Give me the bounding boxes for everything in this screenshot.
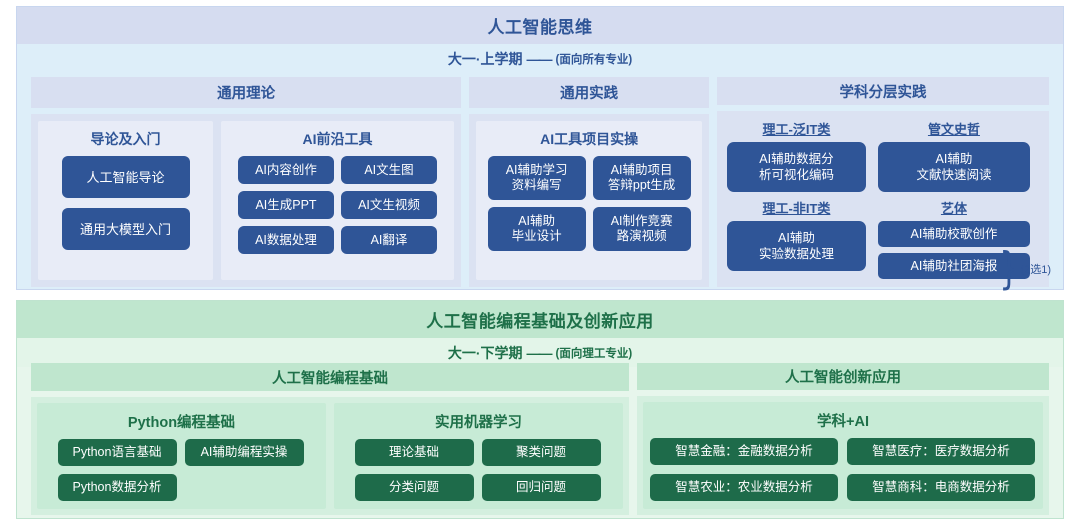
green-subtitle-note: (面向理工专业) [555, 347, 633, 360]
column-header-innovation-applications: 人工智能创新应用 [637, 363, 1049, 390]
group-title: 实用机器学习 [435, 415, 522, 431]
green-section: 人工智能编程基础及创新应用 大一·下学期 —— (面向理工专业) 人工智能编程基… [16, 300, 1064, 519]
brace-note: (2选1) [1020, 264, 1051, 276]
chip-clustering[interactable]: 聚类问题 [481, 439, 601, 466]
chip-smart-finance[interactable]: 智慧金融：金融数据分析 [650, 438, 838, 465]
chip-ai-intro[interactable]: 人工智能导论 [61, 156, 190, 198]
green-section-title: 人工智能编程基础及创新应用 [426, 312, 654, 331]
column-title: 人工智能创新应用 [785, 370, 901, 386]
chip-python-language[interactable]: Python语言基础 [57, 439, 177, 466]
chip-list: AI辅助学习 资料编写 AI辅助项目 答辩ppt生成 AI辅助 毕业设计 AI制… [487, 156, 691, 251]
group-title: 学科+AI [817, 414, 869, 430]
blue-columns: 通用理论 导论及入门 人工智能导论 通用大模型入门 AI前沿工具 AI内容创作 [17, 77, 1063, 294]
group-discipline-plus-ai: 学科+AI 智慧金融：金融数据分析 智慧医疗：医疗数据分析 智慧农业：农业数据分… [643, 402, 1043, 509]
group-intro: 导论及入门 人工智能导论 通用大模型入门 [38, 121, 213, 280]
discipline-nonit: 理工-非IT类 AI辅助 实验数据处理 [726, 198, 866, 279]
column-title: 通用理论 [217, 86, 276, 102]
column-body-innovation-applications: 学科+AI 智慧金融：金融数据分析 智慧医疗：医疗数据分析 智慧农业：农业数据分… [637, 396, 1049, 515]
blue-subtitle-note: (面向所有专业) [555, 53, 633, 66]
green-section-subtitle-bar: 大一·下学期 —— (面向理工专业) [17, 338, 1063, 367]
chip-smart-healthcare[interactable]: 智慧医疗：医疗数据分析 [847, 438, 1035, 465]
chip-ai-content-creation[interactable]: AI内容创作 [238, 156, 334, 184]
chip-ai-generate-ppt[interactable]: AI生成PPT [238, 191, 334, 219]
group-title: Python编程基础 [127, 415, 236, 431]
chip-ai-experiment-data[interactable]: AI辅助 实验数据处理 [726, 221, 866, 271]
chip-list: AI内容创作 AI文生图 AI生成PPT AI文生视频 AI数据处理 AI翻译 [238, 156, 437, 254]
column-title: 学科分层实践 [839, 84, 927, 101]
group-ai-tool-projects: AI工具项目实操 AI辅助学习 资料编写 AI辅助项目 答辩ppt生成 AI辅助… [476, 121, 702, 280]
chip-python-data-analysis[interactable]: Python数据分析 [57, 474, 177, 501]
column-body-discipline-practice: 理工-泛IT类 AI辅助数据分 析可视化编码 管文史哲 AI辅助 文献快速阅读 … [716, 111, 1051, 294]
chip-regression[interactable]: 回归问题 [481, 474, 601, 501]
chip-ai-assisted-coding[interactable]: AI辅助编程实操 [184, 439, 304, 466]
chip-ai-literature-reading[interactable]: AI辅助 文献快速阅读 [877, 142, 1030, 192]
group-title: AI前沿工具 [302, 131, 373, 147]
column-header-general-theory: 通用理论 [31, 77, 462, 108]
chip-ai-text-to-video[interactable]: AI文生视频 [341, 191, 437, 219]
blue-subtitle-dash: —— [526, 50, 553, 67]
chip-ai-study-material-writing[interactable]: AI辅助学习 资料编写 [487, 156, 586, 200]
discipline-label-it: 理工-泛IT类 [762, 122, 831, 137]
discipline-label-arts: 艺体 [940, 201, 967, 216]
green-columns: 人工智能编程基础 Python编程基础 Python语言基础 AI辅助编程实操 … [17, 363, 1063, 515]
chip-ai-translation[interactable]: AI翻译 [341, 226, 437, 254]
discipline-it: 理工-泛IT类 AI辅助数据分 析可视化编码 [726, 119, 866, 192]
column-discipline-practice: 学科分层实践 理工-泛IT类 AI辅助数据分 析可视化编码 管文史哲 AI辅助 … [716, 77, 1051, 294]
blue-section: 人工智能思维 大一·上学期 —— (面向所有专业) 通用理论 导论及入门 人工智… [16, 6, 1064, 294]
column-body-programming-basics: Python编程基础 Python语言基础 AI辅助编程实操 Python数据分… [31, 397, 629, 515]
discipline-label-humanities: 管文史哲 [927, 122, 980, 137]
chip-llm-intro[interactable]: 通用大模型入门 [61, 208, 190, 250]
column-programming-basics: 人工智能编程基础 Python编程基础 Python语言基础 AI辅助编程实操 … [31, 363, 629, 515]
column-innovation-applications: 人工智能创新应用 学科+AI 智慧金融：金融数据分析 智慧医疗：医疗数据分析 智… [637, 363, 1049, 515]
chip-ai-text-to-image[interactable]: AI文生图 [341, 156, 437, 184]
chip-ai-graduation-design[interactable]: AI辅助 毕业设计 [487, 207, 586, 251]
column-general-theory: 通用理论 导论及入门 人工智能导论 通用大模型入门 AI前沿工具 AI内容创作 [31, 77, 462, 287]
chip-ai-competition-video[interactable]: AI制作竞赛 路演视频 [592, 207, 691, 251]
chip-smart-agriculture[interactable]: 智慧农业：农业数据分析 [650, 474, 838, 501]
discipline-row-bottom: 理工-非IT类 AI辅助 实验数据处理 艺体 AI辅助校歌创作 AI辅助社团海报 [726, 198, 1039, 279]
group-title: AI工具项目实操 [540, 131, 639, 147]
chip-ai-club-poster[interactable]: AI辅助社团海报 [877, 253, 1030, 279]
chip-list: 人工智能导论 通用大模型入门 [46, 156, 205, 250]
chip-theory-basics[interactable]: 理论基础 [354, 439, 474, 466]
discipline-grid: 理工-泛IT类 AI辅助数据分 析可视化编码 管文史哲 AI辅助 文献快速阅读 … [716, 111, 1051, 294]
column-general-practice: 通用实践 AI工具项目实操 AI辅助学习 资料编写 AI辅助项目 答辩ppt生成… [469, 77, 709, 287]
chip-ai-project-defense-ppt[interactable]: AI辅助项目 答辩ppt生成 [592, 156, 691, 200]
discipline-humanities: 管文史哲 AI辅助 文献快速阅读 [877, 119, 1030, 192]
chip-list: 理论基础 聚类问题 分类问题 回归问题 [354, 439, 603, 501]
chip-ai-school-song[interactable]: AI辅助校歌创作 [877, 221, 1030, 247]
chip-list: Python语言基础 AI辅助编程实操 Python数据分析 [57, 439, 306, 501]
column-header-discipline-practice: 学科分层实践 [716, 77, 1049, 105]
column-title: 通用实践 [560, 86, 619, 102]
group-python-basics: Python编程基础 Python语言基础 AI辅助编程实操 Python数据分… [37, 403, 326, 509]
chip-list: 智慧金融：金融数据分析 智慧医疗：医疗数据分析 智慧农业：农业数据分析 智慧商科… [650, 438, 1036, 501]
column-header-general-practice: 通用实践 [469, 77, 709, 108]
group-title: 导论及入门 [90, 131, 161, 147]
green-subtitle-term: 大一·下学期 [447, 344, 523, 361]
chip-ai-data-processing[interactable]: AI数据处理 [238, 226, 334, 254]
discipline-row-top: 理工-泛IT类 AI辅助数据分 析可视化编码 管文史哲 AI辅助 文献快速阅读 [726, 119, 1039, 192]
discipline-label-nonit: 理工-非IT类 [762, 201, 831, 216]
column-body-general-practice: AI工具项目实操 AI辅助学习 资料编写 AI辅助项目 答辩ppt生成 AI辅助… [469, 114, 709, 287]
chip-classification[interactable]: 分类问题 [354, 474, 474, 501]
blue-section-title-bar: 人工智能思维 [17, 7, 1063, 44]
column-title: 人工智能编程基础 [272, 370, 388, 387]
column-header-programming-basics: 人工智能编程基础 [31, 363, 629, 391]
chip-smart-commerce[interactable]: 智慧商科：电商数据分析 [847, 474, 1035, 501]
blue-subtitle-term: 大一·上学期 [447, 50, 523, 67]
blue-section-title: 人工智能思维 [487, 18, 593, 37]
green-subtitle-dash: —— [526, 344, 553, 361]
green-section-title-bar: 人工智能编程基础及创新应用 [17, 301, 1063, 338]
group-practical-ml: 实用机器学习 理论基础 聚类问题 分类问题 回归问题 [334, 403, 623, 509]
chip-ai-data-analysis-visual-coding[interactable]: AI辅助数据分 析可视化编码 [726, 142, 866, 192]
group-ai-frontier-tools: AI前沿工具 AI内容创作 AI文生图 AI生成PPT AI文生视频 AI数据处… [221, 121, 454, 280]
discipline-arts: 艺体 AI辅助校歌创作 AI辅助社团海报 [877, 198, 1030, 279]
column-body-general-theory: 导论及入门 人工智能导论 通用大模型入门 AI前沿工具 AI内容创作 AI文生图… [31, 114, 462, 287]
blue-section-subtitle-bar: 大一·上学期 —— (面向所有专业) [17, 44, 1063, 73]
choose-one-of-two: } (2选1) [999, 243, 1051, 294]
